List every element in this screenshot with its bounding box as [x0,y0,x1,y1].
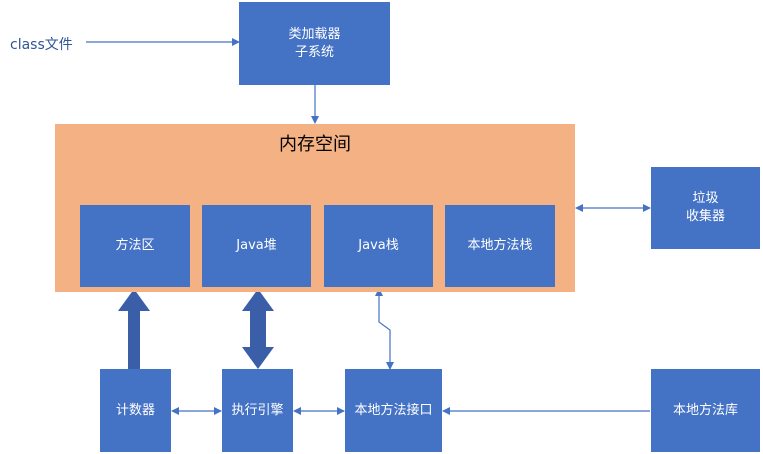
thick-arrow-counter-method-area [118,289,150,369]
native-interface-label: 本地方法接口 [354,402,433,418]
arrow-javastack-native-interface [375,288,394,370]
class-file-label: class文件 [10,37,73,53]
java-stack-label: Java栈 [358,238,399,253]
gc-label-2: 收集器 [685,209,725,224]
native-library-box: 本地方法库 [651,369,760,452]
java-stack-box: Java栈 [324,205,433,287]
method-area-box: 方法区 [80,205,190,287]
counter-label: 计数器 [115,402,155,418]
execution-engine-label: 执行引擎 [231,402,284,418]
native-method-stack-box: 本地方法栈 [445,205,555,287]
native-library-label: 本地方法库 [672,402,738,418]
gc-label-1: 垃圾 [692,191,719,206]
garbage-collector-box: 垃圾 收集器 [651,167,760,249]
native-interface-box: 本地方法接口 [345,369,442,452]
method-area-label: 方法区 [115,238,155,253]
class-loader-box: 类加载器 子系统 [239,2,390,85]
execution-engine-box: 执行引擎 [222,369,293,452]
class-loader-label-1: 类加载器 [288,26,341,42]
thick-arrow-engine-heap [242,289,274,369]
native-method-stack-label: 本地方法栈 [467,238,533,253]
class-loader-label-2: 子系统 [294,44,334,60]
java-heap-label: Java堆 [236,238,277,253]
java-heap-box: Java堆 [202,205,311,287]
memory-space-title: 内存空间 [279,134,351,155]
counter-box: 计数器 [100,369,171,452]
